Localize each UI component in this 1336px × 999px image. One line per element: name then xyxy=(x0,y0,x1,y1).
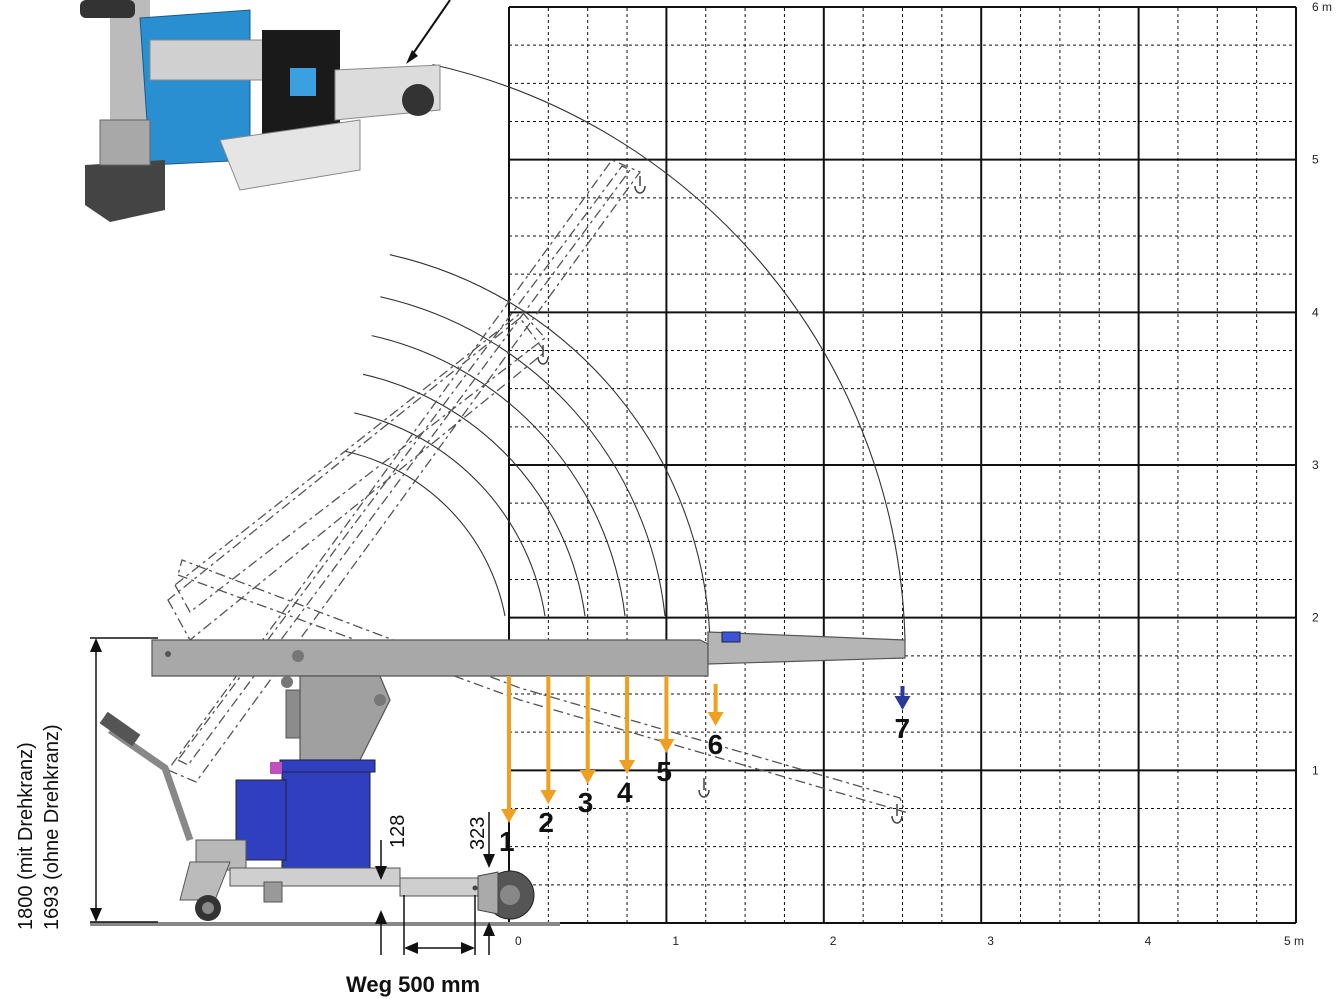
x-tick-labels: 0 1 2 3 4 5 m xyxy=(515,934,1304,948)
load-arrow-head xyxy=(894,696,911,710)
height-dimension xyxy=(90,637,158,923)
y-tick-label: 6 m xyxy=(1312,0,1332,14)
height-label-with-ring: 1800 (mit Drehkranz) xyxy=(15,742,37,930)
small-dimensions xyxy=(375,812,495,955)
load-arrow-head xyxy=(501,809,517,823)
x-tick-label: 4 xyxy=(1145,934,1152,948)
reach-arc xyxy=(354,412,546,617)
hook-number: 6 xyxy=(708,729,724,760)
reach-arc xyxy=(380,296,666,617)
x-tick-label: 0 xyxy=(515,934,522,948)
y-tick-label: 3 xyxy=(1312,458,1319,472)
hook-number: 4 xyxy=(617,777,633,808)
reach-arc xyxy=(432,63,906,641)
x-tick-label: 2 xyxy=(830,934,837,948)
y-tick-label: 2 xyxy=(1312,611,1319,625)
hook-number: 5 xyxy=(656,756,672,787)
reach-arc xyxy=(371,335,626,617)
travel-label: Weg 500 mm xyxy=(346,972,480,997)
y-tick-label: 1 xyxy=(1312,763,1319,777)
hook-number: 7 xyxy=(895,713,911,744)
height-label-without-ring: 1693 (ohne Drehkranz) xyxy=(41,724,63,930)
boom-raised-outlines xyxy=(166,159,907,813)
x-tick-label: 1 xyxy=(672,934,679,948)
hook-icons xyxy=(537,176,903,824)
product-photo xyxy=(80,0,451,222)
load-arrow-head xyxy=(619,760,636,774)
dim-323-label: 323 xyxy=(467,817,489,850)
machine-base xyxy=(90,711,560,926)
y-tick-labels: 1 2 3 4 5 6 m xyxy=(1312,0,1332,777)
hook-number: 2 xyxy=(538,807,554,838)
y-tick-label: 5 xyxy=(1312,153,1319,167)
hook-number: 3 xyxy=(578,787,594,818)
reach-arc xyxy=(389,254,711,641)
dim-128-label: 128 xyxy=(387,815,409,848)
boom-horizontal xyxy=(151,631,906,677)
reach-arc xyxy=(345,450,506,617)
load-arrow-head xyxy=(658,739,675,753)
y-tick-label: 4 xyxy=(1312,305,1319,319)
x-tick-label: 5 m xyxy=(1284,934,1304,948)
x-tick-label: 3 xyxy=(987,934,994,948)
load-arrow-head xyxy=(540,790,557,804)
load-arrow-head xyxy=(707,712,724,726)
crane-column xyxy=(281,650,391,761)
reach-arc xyxy=(362,373,586,617)
hook-number: 1 xyxy=(499,826,515,857)
reach-arcs xyxy=(345,63,906,641)
load-arrow-head xyxy=(579,770,596,784)
